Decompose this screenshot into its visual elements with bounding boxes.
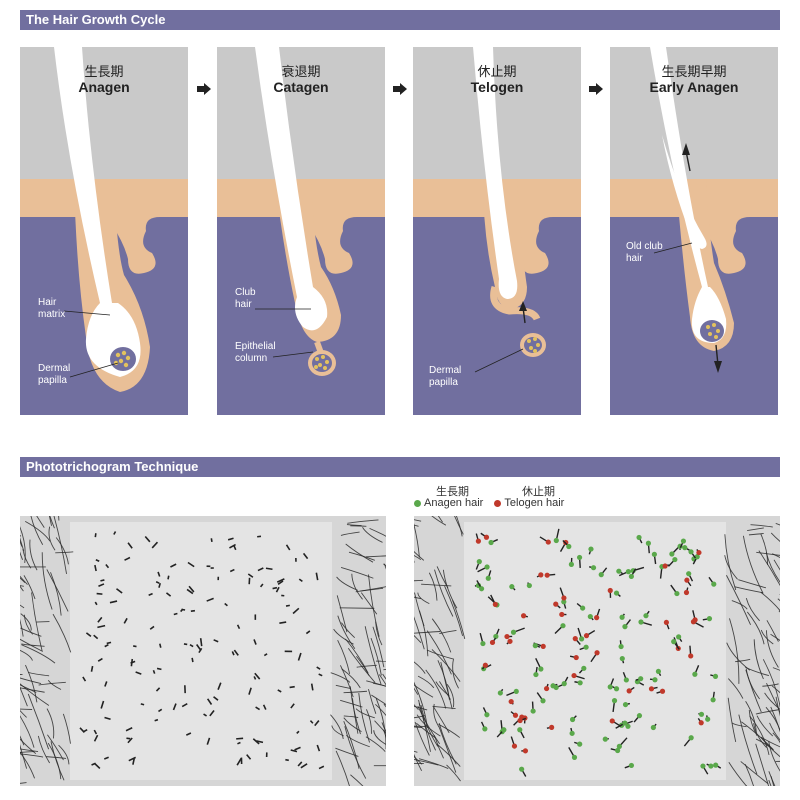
legend-anagen-label: Anagen hair (424, 497, 484, 509)
panel-catagen: 衰退期 Catagen Club hair Epithelial column (217, 47, 385, 415)
label-old-club-hair: Old club hair (626, 241, 663, 264)
telogen-illustration (413, 47, 581, 415)
scalp-photo-raw (20, 516, 386, 786)
panel-early-anagen: 生長期早期 Early Anagen Old club hair (610, 47, 778, 415)
stage-zh-early-anagen: 生長期早期 (661, 65, 727, 80)
legend: 生長期 休止期 Anagen hair Telogen hair (414, 483, 614, 513)
anagen-dot-icon (414, 499, 421, 507)
stage-zh-anagen: 生長期 (84, 65, 124, 80)
stage-zh-telogen: 休止期 (477, 65, 517, 80)
stage-en-anagen: Anagen (78, 79, 130, 95)
stage-zh-catagen: 衰退期 (281, 65, 321, 80)
stage-en-early-anagen: Early Anagen (649, 79, 739, 95)
scalp-photo-annotated-image (414, 516, 780, 786)
label-club-hair-catagen: Club hair (235, 287, 256, 310)
stage-en-telogen: Telogen (470, 79, 524, 95)
label-hair-matrix: Hair matrix (38, 297, 66, 320)
legend-telogen-zh: 休止期 (522, 485, 555, 498)
scalp-photo-raw-image (20, 516, 386, 786)
arrow-right-icon (589, 82, 603, 95)
legend-telogen-label: Telogen hair (504, 497, 565, 509)
telogen-dot-icon (494, 499, 502, 507)
section-title-hair-growth-cycle: The Hair Growth Cycle (20, 10, 780, 30)
arrow-right-icon (197, 82, 211, 95)
label-dermal-papilla-anagen: Dermal papilla (38, 363, 71, 386)
scalp-photo-annotated (414, 516, 780, 786)
label-dermal-papilla-telogen: Dermal papilla (429, 365, 462, 388)
label-epithelial-column: Epithelial column (235, 341, 276, 364)
early-anagen-illustration (610, 47, 778, 415)
stage-en-catagen: Catagen (273, 79, 329, 95)
arrow-right-icon (393, 82, 407, 95)
anagen-illustration (20, 47, 188, 415)
panel-telogen: 休止期 Telogen Dermal papilla (413, 47, 581, 415)
catagen-illustration (217, 47, 385, 415)
panel-anagen: 生長期 Anagen Hair matrix Dermal papilla (20, 47, 188, 415)
legend-anagen-zh: 生長期 (436, 485, 469, 498)
section-title-phototrichogram: Phototrichogram Technique (20, 457, 780, 477)
